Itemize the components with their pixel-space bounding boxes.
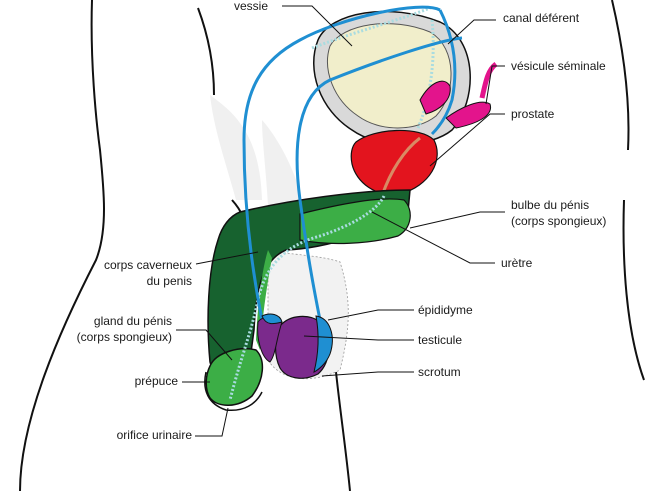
label-prostate: prostate xyxy=(511,107,555,121)
glans xyxy=(204,348,264,412)
label-gland-line1: gland du pénis xyxy=(93,314,172,328)
leader-lines xyxy=(176,5,505,437)
label-uretre: urètre xyxy=(501,256,533,270)
label-prepuce: prépuce xyxy=(134,374,178,388)
label-gland-line2: (corps spongieux) xyxy=(76,330,172,344)
prostate xyxy=(350,129,438,197)
epididymis xyxy=(261,313,333,373)
label-vessie: vessie xyxy=(234,0,269,13)
vas-deferens xyxy=(242,5,463,331)
testicle xyxy=(257,315,330,379)
label-orifice-urinaire: orifice urinaire xyxy=(116,428,192,442)
label-corps-caverneux-line1: corps caverneux xyxy=(103,258,192,272)
seminal-vesicle xyxy=(419,62,498,129)
urethra-path xyxy=(228,195,386,401)
label-corps-caverneux-line2: du penis xyxy=(146,274,192,288)
label-epididyme: épididyme xyxy=(418,303,473,317)
label-testicule: testicule xyxy=(418,333,463,347)
label-bulbe-line1: bulbe du pénis xyxy=(511,198,590,212)
label-bulbe-line2: (corps spongieux) xyxy=(511,214,607,228)
label-scrotum: scrotum xyxy=(418,365,461,379)
label-vesicule-seminale: vésicule séminale xyxy=(511,59,606,73)
label-canal-deferent: canal déférent xyxy=(503,11,580,25)
